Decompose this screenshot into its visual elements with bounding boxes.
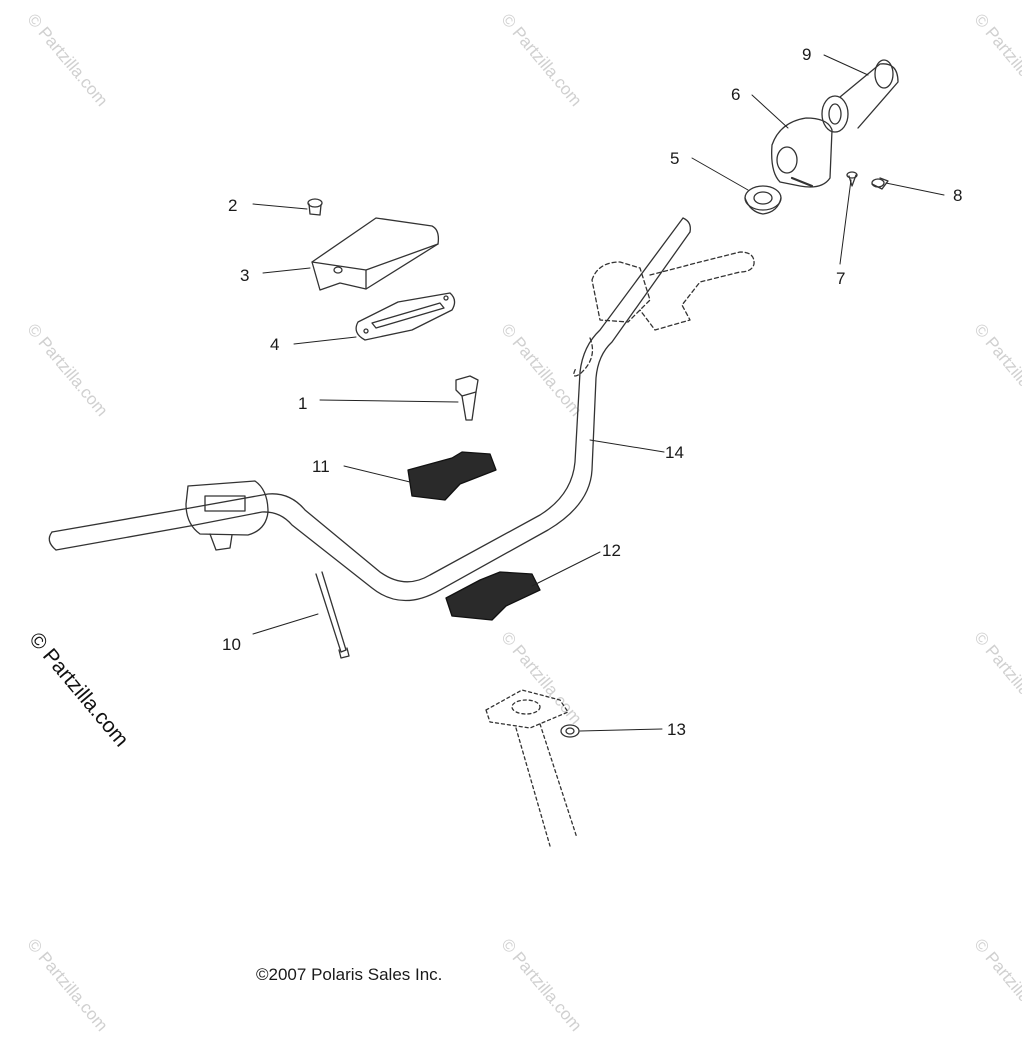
bolt-part xyxy=(455,375,479,421)
callout-2: 2 xyxy=(228,196,237,215)
grip-part xyxy=(821,59,899,133)
callout-7: 7 xyxy=(836,269,845,288)
small-screw-part xyxy=(846,171,858,187)
upper-clamp-part xyxy=(407,451,497,501)
copyright-text: ©2007 Polaris Sales Inc. xyxy=(256,965,443,984)
callout-10: 10 xyxy=(222,635,241,654)
callout-8: 8 xyxy=(953,186,962,205)
steering-post xyxy=(485,689,578,847)
throttle-housing-part xyxy=(771,117,833,188)
left-switch-housing xyxy=(185,480,269,551)
callout-5: 5 xyxy=(670,149,679,168)
callout-4: 4 xyxy=(270,335,279,354)
handlebar-cover-part xyxy=(311,217,440,291)
gasket-plate-part xyxy=(355,292,456,341)
handlebar-part xyxy=(48,217,691,602)
bushing-part xyxy=(744,185,782,215)
callout-1: 1 xyxy=(298,394,307,413)
callout-6: 6 xyxy=(731,85,740,104)
screw-part xyxy=(307,198,323,216)
callout-14: 14 xyxy=(665,443,684,462)
end-cap-part xyxy=(871,177,889,190)
leader-lines xyxy=(252,54,945,732)
callout-11: 11 xyxy=(312,457,330,476)
brake-lever-assembly xyxy=(573,251,755,377)
nut-part xyxy=(560,724,580,738)
callout-3: 3 xyxy=(240,266,249,285)
callout-12: 12 xyxy=(602,541,621,560)
lower-clamp-part xyxy=(445,571,541,621)
long-bolt-part xyxy=(315,571,350,659)
callout-13: 13 xyxy=(667,720,686,739)
callout-9: 9 xyxy=(802,45,811,64)
